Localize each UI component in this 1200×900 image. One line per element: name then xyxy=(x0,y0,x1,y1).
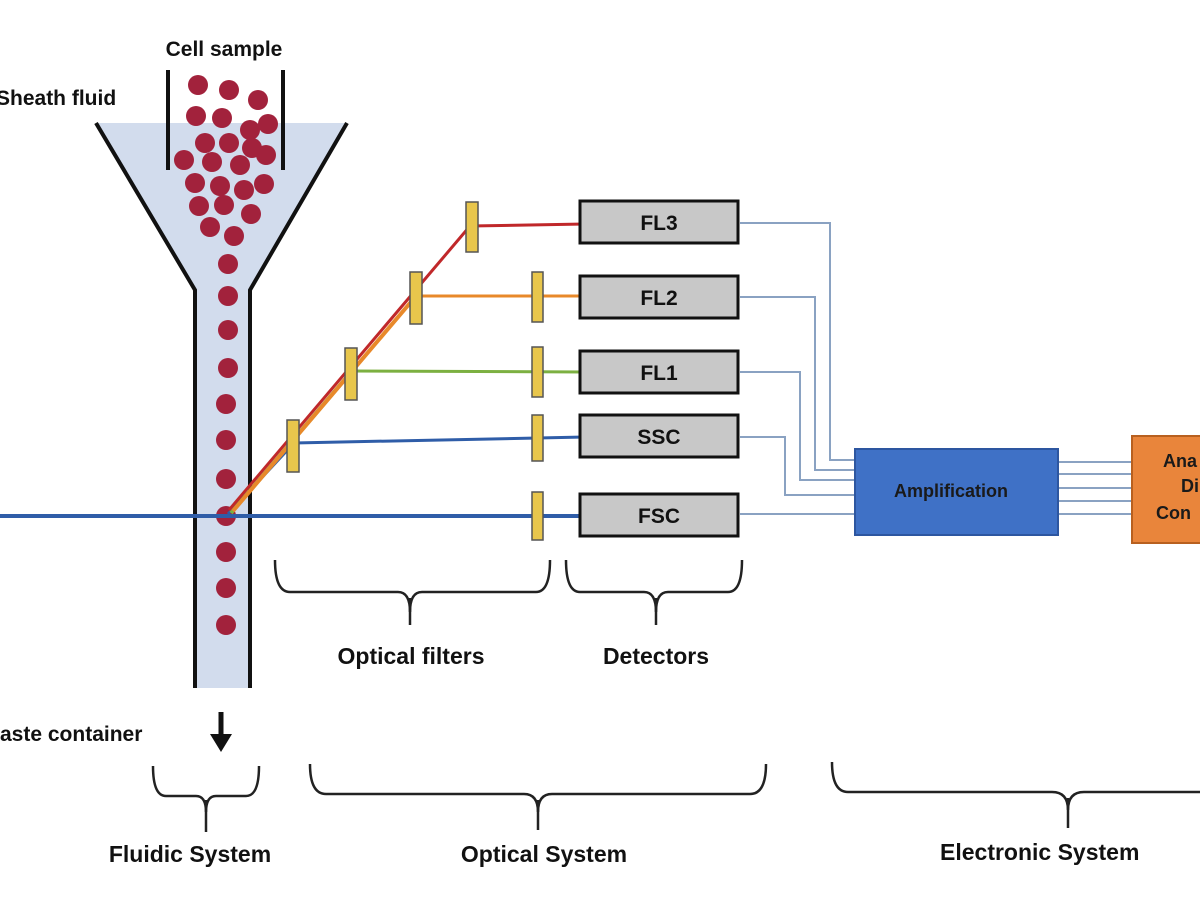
dichroic-filter-3 xyxy=(409,271,423,325)
signal-wires xyxy=(740,222,1132,515)
cell xyxy=(224,226,244,246)
bracket-detectors xyxy=(564,559,744,613)
optical-filters-label: Optical filters xyxy=(338,643,485,669)
wire-fl2 xyxy=(740,296,855,471)
wire-ssc xyxy=(740,436,855,496)
detectors-label: Detectors xyxy=(603,643,709,669)
optical-filters-group xyxy=(286,201,544,541)
cell xyxy=(258,114,278,134)
waste-arrow xyxy=(210,712,232,752)
detectors-group: FL3 FL2 FL1 SSC FSC xyxy=(578,199,740,538)
adc-line-3: Con xyxy=(1156,503,1191,523)
detector-fl3: FL3 xyxy=(578,199,740,245)
cell xyxy=(256,145,276,165)
electronic-system-label: Electronic System xyxy=(940,839,1139,865)
optical-system-label: Optical System xyxy=(461,841,627,867)
cell xyxy=(216,578,236,598)
cell xyxy=(218,254,238,274)
cell xyxy=(185,173,205,193)
detector-label-fl3: FL3 xyxy=(640,212,677,235)
cell xyxy=(200,217,220,237)
cell xyxy=(241,204,261,224)
detector-label-ssc: SSC xyxy=(637,426,680,449)
cell xyxy=(230,155,250,175)
brackets xyxy=(151,559,1200,832)
cell xyxy=(219,133,239,153)
cell xyxy=(218,358,238,378)
detector-label-fl2: FL2 xyxy=(640,287,677,310)
fl1-beam xyxy=(351,369,586,374)
fluidic-system-label: Fluidic System xyxy=(109,841,271,867)
detector-fsc: FSC xyxy=(578,492,740,538)
bandpass-filter-ssc xyxy=(531,414,544,462)
cell xyxy=(186,106,206,126)
cell xyxy=(254,174,274,194)
funnel-wall-right xyxy=(248,121,349,688)
cell xyxy=(216,394,236,414)
amplification-label: Amplification xyxy=(894,481,1008,501)
cell xyxy=(219,80,239,100)
cell xyxy=(240,120,260,140)
cell xyxy=(218,320,238,340)
detector-fl1: FL1 xyxy=(578,349,740,395)
cell xyxy=(202,152,222,172)
bandpass-filter-fl1 xyxy=(531,346,544,398)
cell xyxy=(248,90,268,110)
cell xyxy=(216,615,236,635)
cell xyxy=(212,108,232,128)
bandpass-filter-fl2 xyxy=(531,271,544,323)
cell xyxy=(216,430,236,450)
sheath-fluid-label: Sheath fluid xyxy=(0,87,116,110)
cell xyxy=(195,133,215,153)
funnel-wall-left xyxy=(94,121,197,688)
cell xyxy=(214,195,234,215)
cell xyxy=(174,150,194,170)
cell xyxy=(234,180,254,200)
bracket-optical-filters xyxy=(273,559,552,613)
detector-ssc: SSC xyxy=(578,413,740,459)
cell-sample-label: Cell sample xyxy=(166,38,283,61)
cell xyxy=(189,196,209,216)
adc-line-1: Ana xyxy=(1163,451,1198,471)
adc-block: Ana Di Con xyxy=(1131,435,1200,544)
cell xyxy=(188,75,208,95)
detector-label-fsc: FSC xyxy=(638,505,680,528)
cell xyxy=(216,542,236,562)
fl2-beam-diag xyxy=(231,294,418,513)
amplification-block: Amplification xyxy=(854,448,1059,536)
cell xyxy=(210,176,230,196)
dichroic-filter-2 xyxy=(344,347,358,401)
detector-fl2: FL2 xyxy=(578,274,740,320)
adc-line-2: Di xyxy=(1181,476,1199,496)
dichroic-filter-1 xyxy=(286,419,300,473)
cell xyxy=(218,286,238,306)
bracket-electronic-system xyxy=(830,761,1200,811)
cells-group xyxy=(174,75,278,635)
detector-label-fl1: FL1 xyxy=(640,362,678,385)
dichroic-filter-4 xyxy=(465,201,479,253)
wire-fl1 xyxy=(740,371,855,481)
fl3-beam xyxy=(469,222,586,228)
wire-fl3 xyxy=(740,222,855,461)
waste-container-label: aste container xyxy=(0,723,142,746)
bandpass-filter-fsc xyxy=(531,491,544,541)
cell xyxy=(216,469,236,489)
